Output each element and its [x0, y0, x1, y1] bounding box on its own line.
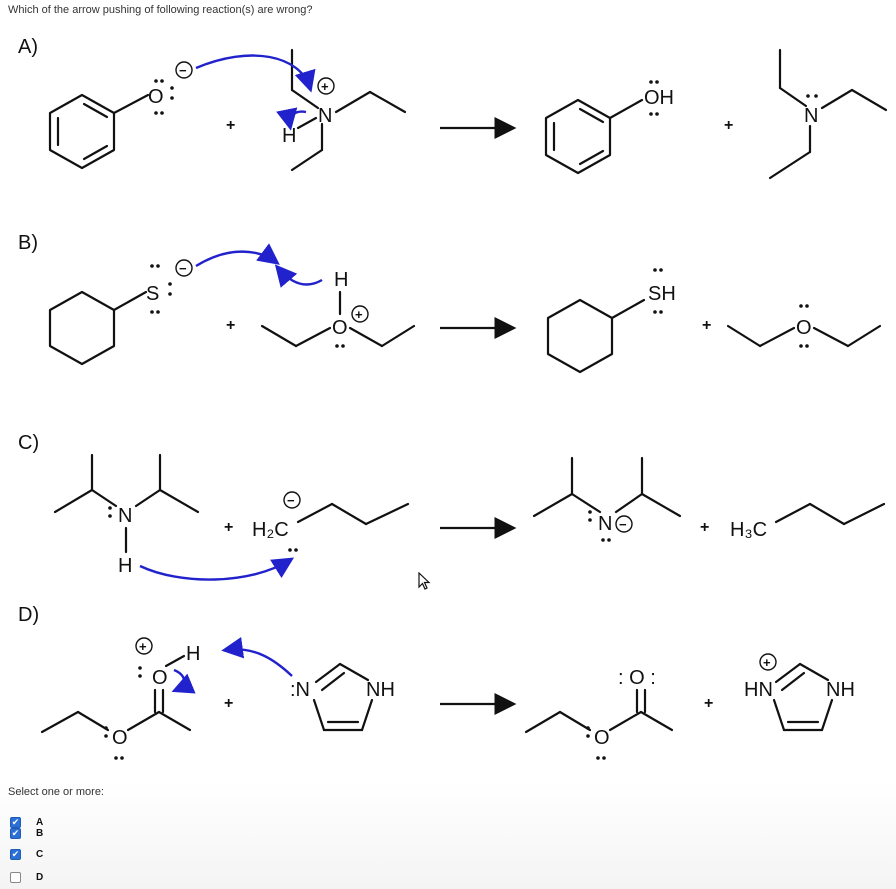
reaction-label-c: C): [18, 432, 40, 454]
plus-sign: +: [702, 317, 711, 334]
atom-sh: SH: [648, 283, 676, 305]
negative-charge: −: [179, 63, 187, 78]
reaction-label-d: D): [18, 604, 40, 626]
diisopropylamine: N H: [53, 453, 200, 577]
reaction-label-a: A): [18, 36, 38, 58]
reaction-b: S − + H O + SH +: [48, 243, 882, 374]
cyclohexanethiolate: S −: [48, 259, 193, 366]
option-b[interactable]: ✔ B: [10, 825, 43, 841]
answer-section: Select one or more: ✔ A ✔ B ✔ C D: [0, 782, 896, 889]
option-label-c: C: [36, 848, 44, 860]
checkbox-b[interactable]: ✔: [10, 827, 21, 839]
option-c[interactable]: ✔ C: [10, 846, 43, 862]
positive-charge: +: [321, 79, 329, 94]
negative-charge: −: [287, 493, 295, 508]
reaction-a: O − + N + H: [48, 48, 888, 180]
select-prompt: Select one or more:: [8, 786, 104, 798]
triethylammonium: N + H: [282, 48, 407, 172]
atom-o: O: [152, 667, 168, 689]
option-label-b: B: [36, 827, 44, 839]
positive-charge: +: [139, 639, 147, 654]
atom-o: O: [148, 86, 164, 108]
diethyl-ether: O: [726, 304, 882, 348]
checkbox-c[interactable]: ✔: [10, 848, 21, 860]
plus-sign: +: [224, 695, 233, 712]
question-text: Which of the arrow pushing of following …: [8, 4, 313, 16]
atom-o: O: [796, 317, 812, 339]
checkbox-a[interactable]: ✔: [10, 816, 21, 828]
atom-nh: NH: [366, 679, 395, 701]
imidazole: :N NH: [290, 662, 395, 732]
imidazolium: + HN NH: [744, 653, 855, 732]
atom-hn: HN: [744, 679, 773, 701]
atom-n: N: [804, 105, 818, 127]
atom-n-imine: :N: [290, 679, 310, 701]
phenol: OH: [544, 80, 674, 175]
atom-oh: OH: [644, 87, 674, 109]
option-d[interactable]: D: [10, 869, 43, 885]
plus-sign: +: [226, 317, 235, 334]
atom-o: O: [594, 727, 610, 749]
option-a[interactable]: ✔ A: [10, 814, 43, 830]
plus-sign: +: [700, 519, 709, 536]
option-label-a: A: [36, 816, 44, 828]
negative-charge: −: [179, 261, 187, 276]
atom-h: H: [282, 125, 296, 147]
atom-o: O: [332, 317, 348, 339]
reaction-label-b: B): [18, 232, 38, 254]
atom-s: S: [146, 283, 159, 305]
negative-charge: −: [619, 517, 627, 532]
plus-sign: +: [724, 117, 733, 134]
atom-h: H: [118, 555, 132, 577]
atom-nh: NH: [826, 679, 855, 701]
plus-sign: +: [704, 695, 713, 712]
atom-h2c: H₂C: [252, 519, 289, 541]
butyl-carbanion: H₂C −: [252, 491, 410, 552]
protonated-ester: + O H O: [40, 637, 200, 760]
triethylamine: N: [768, 48, 888, 180]
plus-sign: +: [226, 117, 235, 134]
positive-charge: +: [355, 307, 363, 322]
plus-sign: +: [224, 519, 233, 536]
atom-h: H: [186, 643, 200, 665]
oxonium: H O +: [260, 269, 416, 348]
butane: H₃C: [730, 502, 886, 541]
ester: : O : O: [524, 667, 674, 760]
atom-h: H: [334, 269, 348, 291]
reaction-c: N H + H₂C − N −: [53, 453, 886, 581]
mouse-cursor-icon: [418, 572, 431, 590]
atom-n: N: [318, 105, 332, 127]
phenoxide: O −: [48, 61, 193, 170]
diisopropylamide: N −: [532, 456, 682, 542]
cyclohexanethiol: SH: [546, 268, 676, 374]
atom-o: O: [112, 727, 128, 749]
positive-charge: +: [763, 655, 771, 670]
option-label-d: D: [36, 871, 44, 883]
checkbox-d[interactable]: [10, 871, 21, 883]
reaction-d: + O H O + :N NH: [40, 637, 855, 760]
atom-h3c: H₃C: [730, 519, 767, 541]
atom-o-carbonyl: : O :: [618, 667, 656, 689]
atom-n: N: [118, 505, 132, 527]
reaction-scheme: O − + N + H: [40, 48, 888, 760]
atom-n: N: [598, 513, 612, 535]
